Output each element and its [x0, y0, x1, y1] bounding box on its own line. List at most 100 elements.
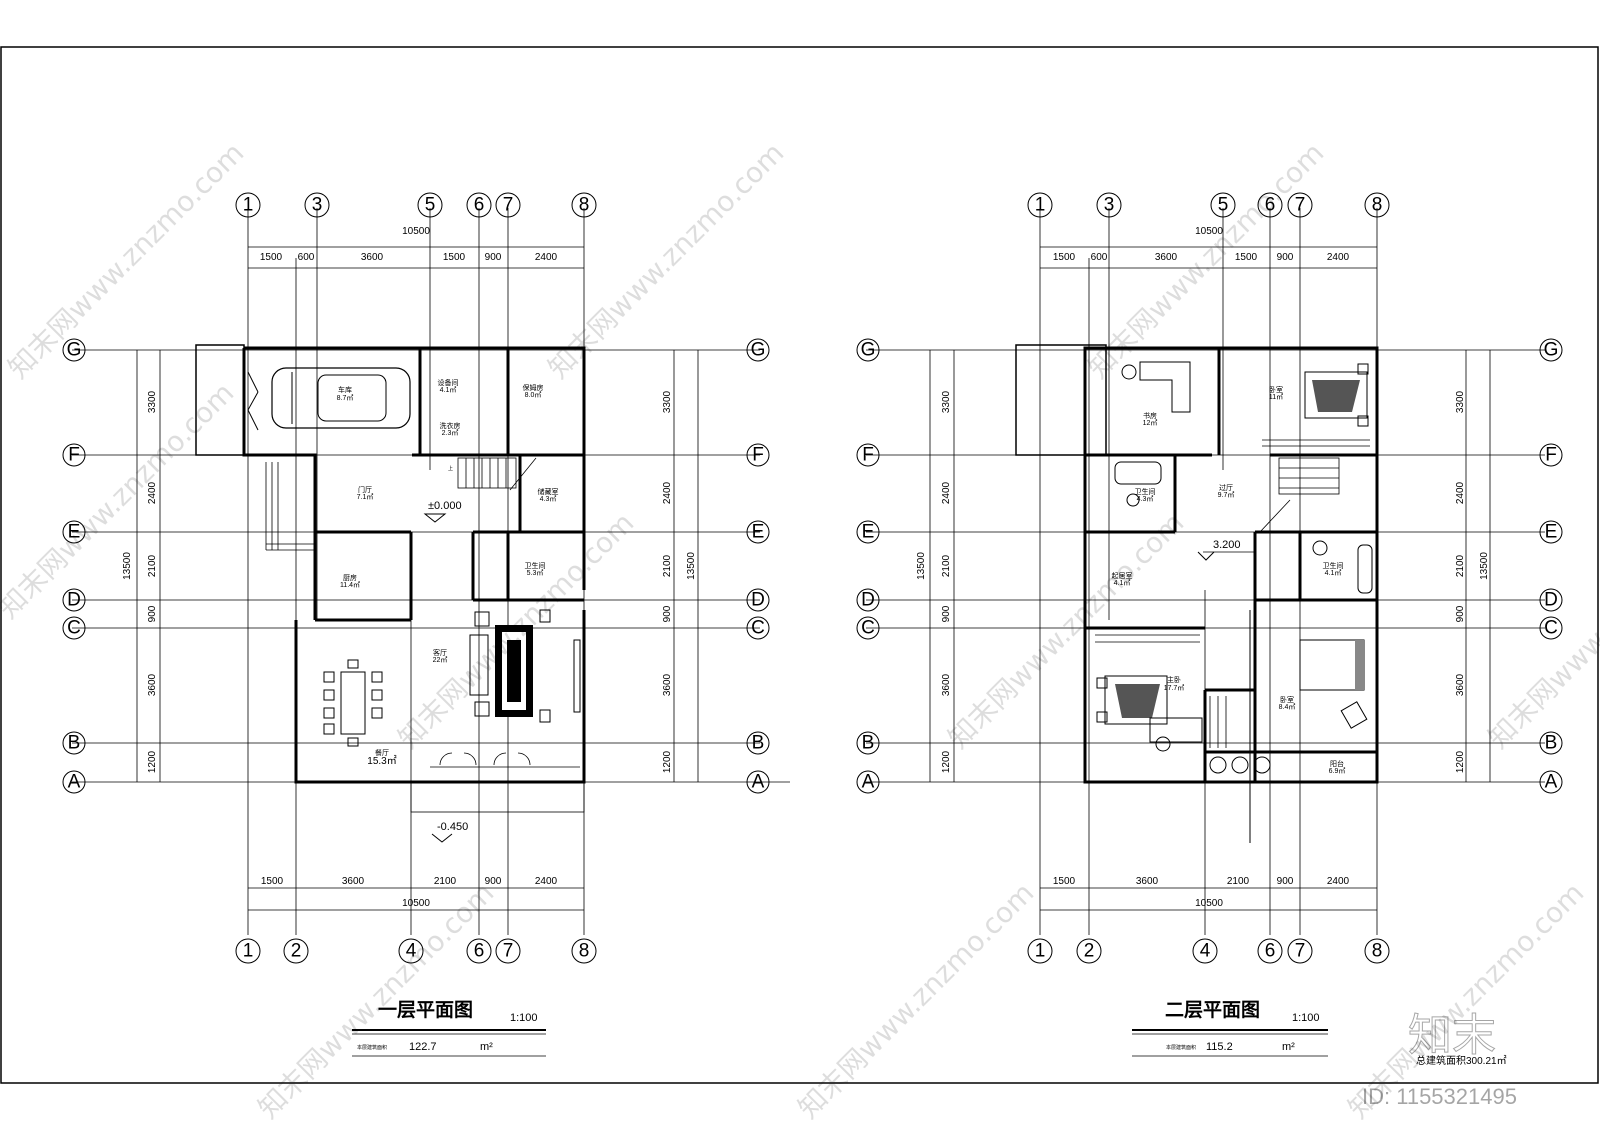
room-name: 洗衣房: [440, 421, 461, 430]
dimension: 3600: [1155, 252, 1178, 263]
sofa-set-icon: [469, 609, 581, 723]
row-bubble: E: [68, 522, 81, 543]
row-bubble: A: [68, 772, 81, 793]
row-bubble: E: [752, 522, 765, 543]
dimension: 3600: [342, 876, 365, 887]
row-bubble: C: [861, 618, 875, 639]
axis-bubble: 4: [406, 941, 417, 962]
area-unit: m²: [480, 1041, 493, 1053]
dimension: 900: [1277, 876, 1294, 887]
car-icon: [247, 367, 411, 431]
row-bubble: G: [751, 340, 766, 361]
top-axis-bubbles: 1 3 5 6 7 8: [235, 192, 597, 218]
dimension: 2100: [434, 876, 457, 887]
level-mark: -0.450: [437, 821, 468, 833]
row-bubble: C: [67, 618, 81, 639]
axis-bubble: 4: [1200, 941, 1211, 962]
axis-bubble: 6: [1265, 941, 1276, 962]
room-name: 起居室: [1112, 571, 1133, 580]
dimension: 1500: [1053, 876, 1076, 887]
dimension: 3300: [147, 390, 158, 413]
room-area: 12㎡: [1143, 419, 1158, 427]
row-bubble: E: [1545, 522, 1558, 543]
dimension: 900: [485, 876, 502, 887]
dimension: 3600: [361, 252, 384, 263]
row-bubble: D: [751, 590, 765, 611]
dimension: 1200: [1455, 750, 1466, 773]
right-side-dimensions: 13500 3300 2400 2100 900 3600 1200: [662, 350, 699, 782]
dimension: 2100: [662, 554, 673, 577]
room-name: 餐厅: [375, 748, 389, 757]
bed-icon: [1299, 639, 1368, 729]
row-bubble: C: [1544, 618, 1558, 639]
room-name: 储藏室: [538, 487, 559, 496]
dimension: 2400: [941, 481, 952, 504]
row-bubble: F: [752, 445, 764, 466]
dimension: 2100: [1227, 876, 1250, 887]
room-name: 阳台: [1330, 759, 1344, 768]
dimension: 2400: [1327, 876, 1350, 887]
plan-title: 二层平面图: [1165, 999, 1260, 1021]
area-label: 本层建筑面积: [357, 1044, 387, 1051]
room-area: 4.3㎡: [1137, 495, 1154, 503]
room-name: 过厅: [1219, 483, 1233, 492]
dimension: 3300: [941, 390, 952, 413]
area-value: 122.7: [409, 1041, 437, 1053]
area-value: 115.2: [1206, 1041, 1233, 1053]
plan-scale: 1:100: [510, 1012, 538, 1024]
watermark-layer: 知末网www.znzmo.com 知末网www.znzmo.com 知末网www…: [0, 136, 1600, 1125]
axis-bubble: 8: [579, 941, 590, 962]
axis-bubble: 3: [1104, 195, 1115, 216]
room-name: 门厅: [358, 485, 372, 494]
bathtub-icon: [1114, 461, 1373, 594]
room-area: 11㎡: [1269, 393, 1283, 401]
axis-bubble: 8: [1372, 195, 1383, 216]
dimension-total: 10500: [402, 226, 430, 237]
room-area: 4.1㎡: [1114, 579, 1131, 587]
axis-bubble: 7: [1295, 941, 1306, 962]
dimension-total: 10500: [1195, 898, 1223, 909]
room-area: 15.3㎡: [367, 755, 396, 767]
room-area: 4.1㎡: [440, 386, 457, 394]
dimension: 3600: [1136, 876, 1159, 887]
room-name: 书房: [1143, 411, 1157, 420]
level-mark: ±0.000: [428, 500, 462, 512]
desk-icon: [1121, 361, 1203, 752]
dining-table-icon: [323, 659, 383, 747]
watermark-text: 知末网www.znzmo.com: [392, 506, 641, 755]
room-name: 车库: [338, 385, 352, 394]
room-area: 8.0㎡: [525, 391, 542, 399]
room-area: 4.3㎡: [540, 495, 557, 503]
right-row-bubbles: G F E D C B A: [746, 338, 770, 794]
id-label: ID: 1155321495: [1362, 1084, 1517, 1109]
room-name: 卫生间: [1323, 561, 1344, 570]
room-area: 22㎡: [433, 656, 448, 664]
room-name: 保姆房: [523, 383, 544, 392]
dimension: 2100: [941, 554, 952, 577]
dimension: 1200: [147, 750, 158, 773]
row-bubble: B: [1545, 733, 1558, 754]
row-bubble: B: [752, 733, 765, 754]
left-side-dimensions: 13500 3300 2400 2100 900 3600 1200: [122, 350, 161, 782]
room-name: 主卧: [1167, 675, 1181, 684]
bottom-dimensions: 1500 3600 2100 900 2400 10500: [248, 876, 584, 911]
dimension: 1200: [662, 750, 673, 773]
watermark-text: 知末网www.znzmo.com: [0, 376, 240, 625]
bottom-axis-bubbles-2: 1 2 4 6 7 8: [1027, 938, 1390, 964]
level-mark: 3.200: [1213, 539, 1241, 551]
bottom-axis-bubbles: 1 2 4 6 7 8: [235, 938, 597, 964]
plant-icon: [1209, 756, 1271, 774]
axis-bubble: 2: [1084, 941, 1095, 962]
left-row-bubbles: G F E D C B A: [62, 338, 86, 794]
dimension-total: 13500: [1479, 552, 1490, 580]
row-bubble: C: [751, 618, 765, 639]
stair-icon: [1259, 439, 1370, 533]
room-labels-2: 书房 12㎡ 卧室 11㎡ 卫生间 4.3㎡ 过厅 9.7㎡ 起居室 4.1㎡ …: [1112, 385, 1346, 775]
row-bubble: F: [1545, 445, 1557, 466]
dimension: 3600: [1455, 673, 1466, 696]
dimension: 2400: [1455, 481, 1466, 504]
plan-title: 一层平面图: [378, 999, 473, 1021]
dimension: 900: [1455, 605, 1466, 622]
dimension: 1500: [261, 876, 284, 887]
row-bubble: A: [862, 772, 875, 793]
